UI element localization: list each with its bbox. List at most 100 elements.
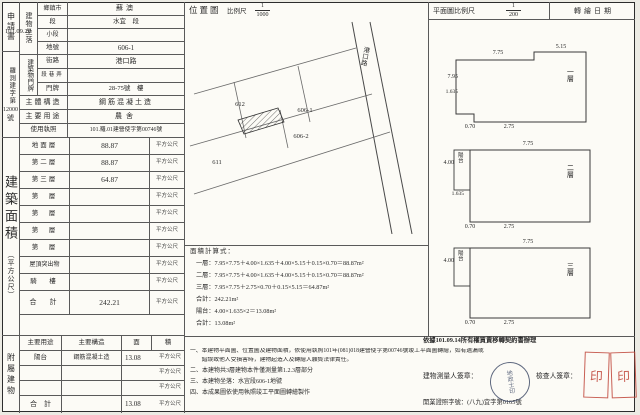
accessory-title: 附屬建物 xyxy=(6,352,16,397)
area-row-label: 第三層 xyxy=(20,172,70,189)
accessory-area-unit: 平方公尺 xyxy=(158,400,181,407)
plan-scale-fraction: 1 200 xyxy=(506,3,521,18)
plan-scale-cell xyxy=(428,2,550,20)
floor-plans xyxy=(453,51,591,319)
accessory-header-usage: 主要用途 xyxy=(20,336,62,351)
accessory-area-unit: 平方公尺 xyxy=(158,369,181,376)
case-suffix: 號 xyxy=(7,113,14,122)
floor2-dim-bottom: 2.75 xyxy=(503,224,515,230)
floor3-balcony-label: 陽台 xyxy=(456,250,463,261)
street-label: 街路 xyxy=(38,55,68,69)
license-number-line: 開業證照字號：(八九)宜字第0165號 xyxy=(423,399,522,406)
door-number-value: 28-75號 樓 xyxy=(68,83,185,96)
floor3-dim-balcony: 4.00 xyxy=(443,258,455,264)
floor1-outline xyxy=(455,51,587,123)
lane-value xyxy=(68,69,185,83)
document-sheet xyxy=(2,2,635,412)
area-row-unit: 平方公尺 xyxy=(150,223,185,240)
accessory-total-label: 合 計 xyxy=(20,396,62,413)
area-row-value xyxy=(70,240,150,257)
floor2-name: 二層 xyxy=(566,164,575,178)
section-label: 段 xyxy=(38,16,68,29)
address-group-label: 建築物門牌 xyxy=(25,58,33,92)
area-row-label: 第 層 xyxy=(20,206,70,223)
floor1-dim-bottom-left: 0.70 xyxy=(464,124,476,130)
floor3-dim-bottom-left: 0.70 xyxy=(464,320,476,326)
parcel-label: 地號 xyxy=(38,42,68,55)
section-value: 水宜 段 xyxy=(68,16,185,29)
case-number: 12000 xyxy=(3,106,18,113)
case-number-cell: 羅測建字第 12000 號 xyxy=(2,52,20,138)
lane-label: 段巷弄 xyxy=(38,69,68,83)
parcel-number: 606-1 xyxy=(297,107,313,114)
map-plans-divider xyxy=(428,2,429,336)
map-calc-divider xyxy=(185,245,428,246)
received-date: 101.09.20 xyxy=(5,28,31,35)
accessory-structure xyxy=(62,396,122,413)
map-scale-fraction: 1 1000 xyxy=(255,3,270,18)
accessory-title-cell: 附屬建物 xyxy=(2,336,20,413)
area-row-value xyxy=(70,189,150,206)
accessory-structure: 鋼筋混凝土造 xyxy=(62,351,122,366)
accessory-area: 平方公尺 xyxy=(122,366,185,381)
license-label: 使用執照 xyxy=(20,124,68,138)
township-label: 鄉鎮市 xyxy=(38,2,68,16)
area-row-unit: 平方公尺 xyxy=(150,206,185,223)
inspector-signature-label: 檢查人簽章： xyxy=(536,373,577,380)
parcel-boundary xyxy=(297,65,311,123)
area-row-label: 第二層 xyxy=(20,155,70,172)
parcel-number: 606-2 xyxy=(293,133,309,140)
note-line-1: 一、本建物平面圖、位置圖及建物面積，依使用執照101年(081)018建營使字第… xyxy=(190,348,484,354)
accessory-area-unit: 平方公尺 xyxy=(158,354,181,361)
calc-line: 三層：7.95×7.75＋2.75×0.70＋0.15×5.15＝64.87m² xyxy=(196,284,330,291)
map-scale-label: 比例尺 xyxy=(227,8,247,15)
applicant-cell: 申請書 xyxy=(2,2,20,52)
accessory-header-area-a: 面 xyxy=(122,336,152,351)
parcel-boundary xyxy=(193,131,391,195)
road-edge xyxy=(369,21,413,234)
area-row-value xyxy=(70,223,150,240)
area-row-unit: 平方公尺 xyxy=(150,257,185,274)
structure-value: 鋼筋混凝土造 xyxy=(68,96,185,110)
calc-balcony-line: 陽台：4.00×1.635×2＝13.08m² xyxy=(196,308,277,315)
parcel-number: 611 xyxy=(212,159,222,166)
license-value: 101.羅.01建營使字第00746號 xyxy=(68,124,185,138)
surveyor-signature-label: 建物測量人簽章： xyxy=(423,373,478,380)
area-row-unit: 平方公尺 xyxy=(150,138,185,155)
round-seal-text: 地政士印 xyxy=(504,369,515,395)
plan-scale-denominator: 200 xyxy=(509,11,518,18)
accessory-total-area: 13.08 平方公尺 xyxy=(122,396,185,413)
area-row-value xyxy=(70,206,150,223)
accessory-structure xyxy=(62,366,122,381)
floor1-dim-bottom: 2.75 xyxy=(503,124,515,130)
location-map-title: 位置圖 xyxy=(189,5,221,15)
note-line-2: 錯誤致他人受損害時，建物起造人及轉繪人願負法律責任。 xyxy=(190,357,353,363)
floor1-dim-top-right: 5.15 xyxy=(555,44,567,50)
reference-note: 依據101.09.14所有權買賣移轉契約書辦理 xyxy=(423,337,537,344)
accessory-area-value: 13.08 xyxy=(125,400,141,408)
fraction-bar xyxy=(506,10,521,11)
accessory-usage xyxy=(20,381,62,396)
building-footprint xyxy=(237,107,285,135)
floor2-dim-bottom-left: 0.70 xyxy=(464,224,476,230)
floor3-dim-bottom: 2.75 xyxy=(503,320,515,326)
notes-top-divider xyxy=(185,336,635,337)
accessory-area: 13.08 平方公尺 xyxy=(122,351,185,366)
area-row-unit: 平方公尺 xyxy=(150,274,185,291)
road-edge xyxy=(351,21,393,234)
floor3-dim-top: 7.75 xyxy=(522,239,534,245)
parcel-value: 606-1 xyxy=(68,42,185,55)
floor1-dim-top: 7.75 xyxy=(492,50,504,56)
plan-scale-numerator: 1 xyxy=(512,3,515,9)
plan-scale-label: 平面圖比例尺 xyxy=(433,7,475,15)
calc-balcony-total-line: 合計：13.08m² xyxy=(196,320,236,327)
area-row-value xyxy=(70,274,150,291)
area-row-value: 88.87 xyxy=(70,155,150,172)
floor2-dim-top: 7.75 xyxy=(522,141,534,147)
floor1-name: 一層 xyxy=(566,68,575,82)
area-total-label: 合 計 xyxy=(20,291,70,315)
case-prefix: 羅測建字第 xyxy=(7,67,15,105)
subsection-label: 小段 xyxy=(38,29,68,42)
accessory-header-structure: 主要構造 xyxy=(62,336,122,351)
map-scale-denominator: 1000 xyxy=(256,11,269,18)
